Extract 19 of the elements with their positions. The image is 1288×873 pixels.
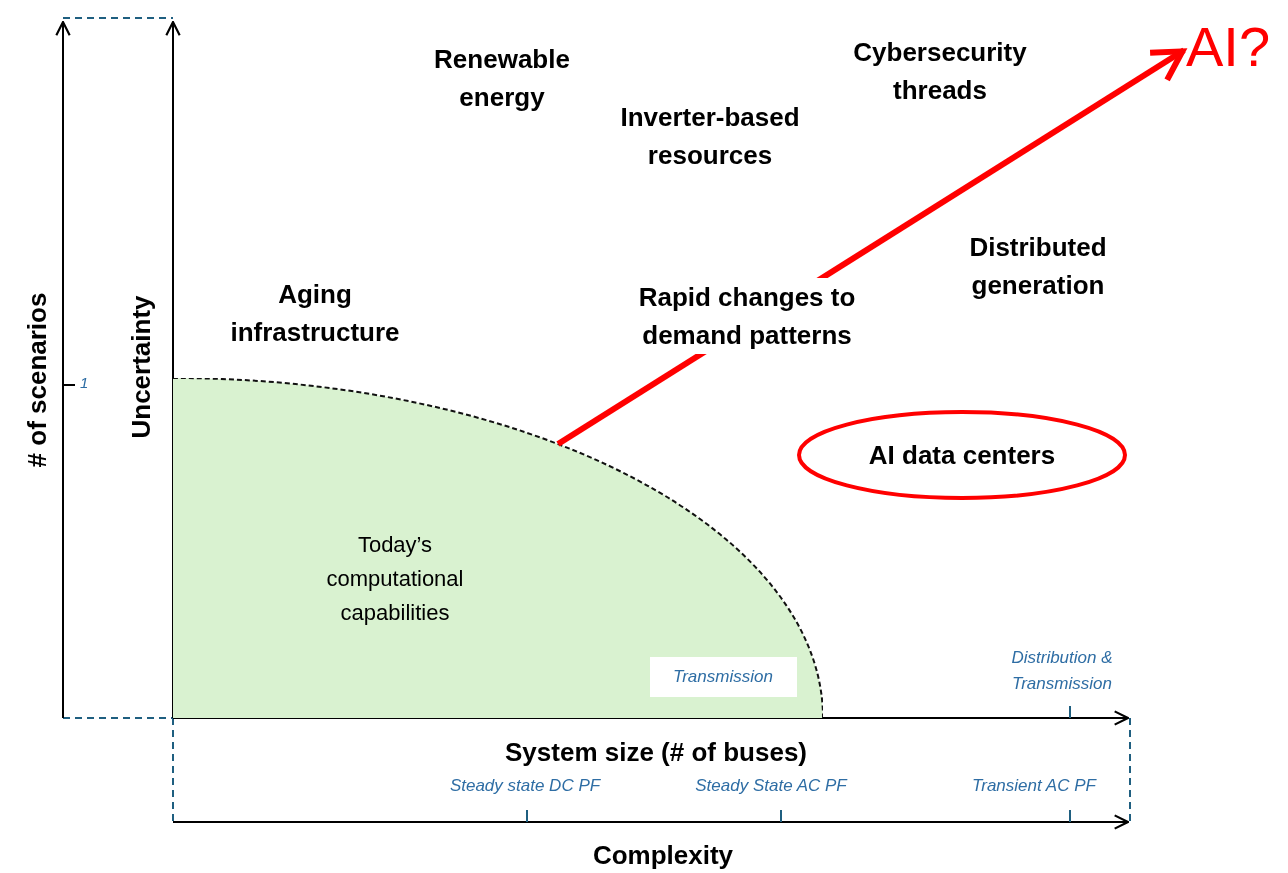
region-label: Today’s computational capabilities [325,531,465,627]
question-label: AI? [1186,14,1271,80]
axis-title: # of scenarios [21,291,53,470]
factor-label: Aging infrastructure [229,278,401,349]
axis-title: Uncertainty [125,294,157,441]
factor-label: Renewable energy [433,43,571,114]
scale-label: Transmission [649,657,797,697]
scale-label: Steady State AC PF [694,775,849,797]
scale-label: Steady state DC PF [448,775,602,797]
scale-label: Transient AC PF [971,775,1098,797]
factor-label: Complexity [591,839,735,872]
factor-label: Cybersecurity threads [852,36,1028,107]
factor-label: System size (# of buses) [504,736,808,769]
tick-label: 1 [80,373,89,393]
highlight-ellipse [797,410,1127,500]
factor-label: Inverter-based resources [619,101,801,172]
ellipse-label: AI data centers [868,438,1056,472]
scale-label: Distribution & Transmission [1010,647,1114,695]
factor-label: Distributed generation [968,231,1108,302]
